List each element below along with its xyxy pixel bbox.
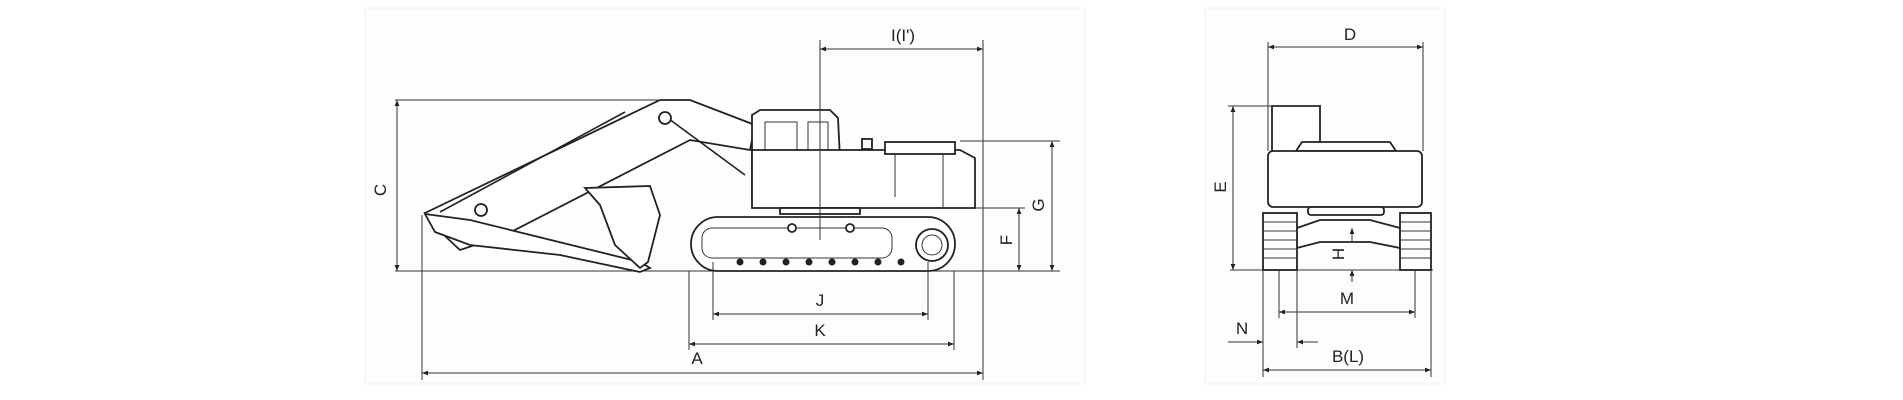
label-H: H: [1329, 248, 1348, 260]
front-view-dimensions: D E H M N B(L): [1211, 25, 1432, 377]
label-C: C: [371, 184, 390, 196]
label-G: G: [1029, 198, 1048, 211]
label-K: K: [814, 321, 826, 340]
label-F: F: [997, 235, 1016, 245]
label-A: A: [691, 349, 703, 368]
label-E: E: [1211, 181, 1230, 192]
side-view-dimensions: A C I(I') J K F G: [371, 26, 1060, 380]
label-J: J: [816, 291, 825, 310]
label-N: N: [1236, 319, 1248, 338]
label-M: M: [1340, 289, 1354, 308]
label-B: B(L): [1332, 347, 1364, 366]
label-D: D: [1344, 25, 1356, 44]
label-I: I(I'): [891, 26, 915, 45]
